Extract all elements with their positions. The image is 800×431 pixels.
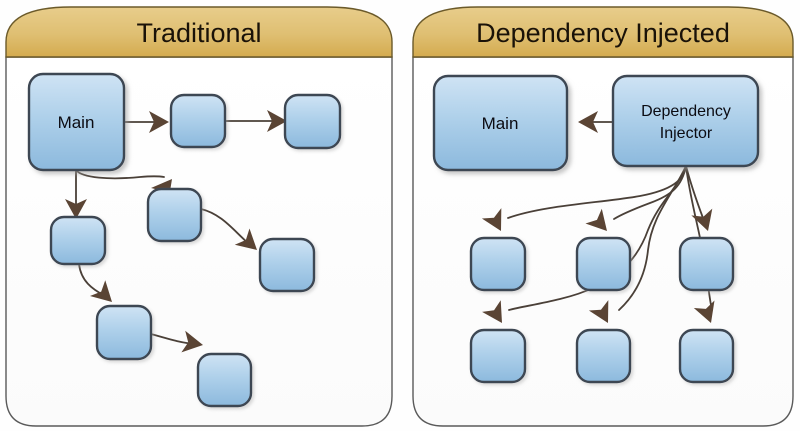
nodes-dependency-injected: Main Dependency Injector [432, 74, 760, 384]
node-box [49, 215, 107, 266]
node-d-2[interactable] [575, 236, 632, 292]
arrowhead-to-b [267, 110, 287, 132]
node-box [469, 236, 527, 292]
node-dependency-injector[interactable]: Dependency Injector [611, 74, 760, 168]
arrowhead-to-a [149, 111, 169, 133]
arrowhead-to-d5 [588, 300, 609, 323]
arrowhead-to-g [181, 330, 203, 353]
node-label-main-traditional: Main [58, 113, 95, 132]
arrowhead-to-d4 [482, 300, 502, 323]
panel-dependency-injected: Dependency Injected [412, 6, 794, 427]
edge-d-to-e [200, 208, 249, 244]
node-box [283, 93, 342, 150]
node-main-traditional[interactable]: Main [27, 72, 126, 172]
node-t-d[interactable] [146, 187, 203, 243]
node-d-5[interactable] [575, 328, 632, 384]
node-label-injector-line2: Injector [660, 125, 713, 142]
node-label-injector-line1: Dependency [641, 103, 731, 120]
panel-traditional: Traditional [5, 6, 393, 427]
node-label-main-dependency-injected: Main [482, 114, 519, 133]
node-box [95, 304, 153, 361]
node-box [575, 328, 632, 384]
arrowheads-dependency-injected [481, 111, 715, 323]
node-d-1[interactable] [469, 236, 527, 292]
node-box [611, 74, 760, 168]
node-box [169, 93, 227, 149]
arrowhead-to-d1 [481, 208, 502, 231]
node-t-f[interactable] [95, 304, 153, 361]
node-t-c[interactable] [49, 215, 107, 266]
node-box [575, 236, 632, 292]
arrowhead-to-e [234, 228, 257, 250]
arrowheads-traditional [65, 110, 287, 353]
arrowhead-to-d2 [585, 208, 607, 231]
node-box [27, 72, 126, 172]
panel-traditional-header [5, 6, 393, 58]
node-box [258, 237, 316, 293]
node-d-6[interactable] [678, 328, 735, 384]
node-box [678, 236, 735, 292]
panel-dependency-injected-header [412, 6, 794, 58]
nodes-traditional: Main [27, 72, 342, 408]
arrowhead-to-d6 [693, 300, 715, 323]
panel-title-traditional: Traditional [136, 18, 261, 48]
edge-injector-to-d5 [618, 165, 687, 311]
arrowhead-to-f [89, 280, 112, 302]
arrowhead-to-c [65, 199, 87, 219]
node-box [469, 328, 527, 384]
node-t-a[interactable] [169, 93, 227, 149]
node-box [196, 352, 253, 408]
edge-injector-to-d2 [613, 165, 687, 220]
node-d-3[interactable] [678, 236, 735, 292]
node-box [146, 187, 203, 243]
arrowhead-to-main [578, 111, 598, 133]
node-main-dependency-injected[interactable]: Main [432, 74, 569, 172]
node-t-g[interactable] [196, 352, 253, 408]
node-d-4[interactable] [469, 328, 527, 384]
node-box [432, 74, 569, 172]
arrowhead-to-d3 [691, 208, 713, 231]
edge-main-to-d [75, 169, 165, 180]
panel-title-dependency-injected: Dependency Injected [476, 18, 730, 48]
node-t-e[interactable] [258, 237, 316, 293]
node-t-b[interactable] [283, 93, 342, 150]
node-box [678, 328, 735, 384]
